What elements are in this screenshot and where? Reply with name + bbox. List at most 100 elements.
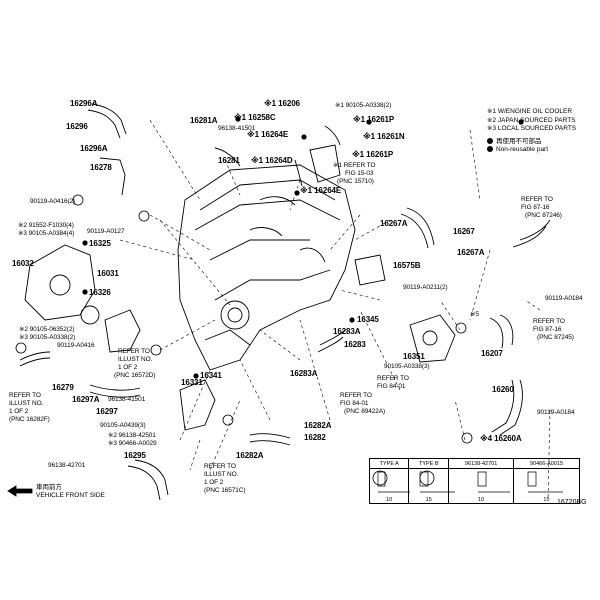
- part-label-ref-fig87a-3: (PNC 87246): [525, 212, 562, 219]
- part-label-ref-fig87a-1: REFER TO: [521, 196, 553, 203]
- non-reusable-dot-icon: [487, 137, 493, 144]
- part-label-90466a0029: ※3 90466-A0029: [108, 440, 157, 447]
- part-label-ref-illust-bot1: REFER TO: [204, 463, 236, 470]
- note-1: ※1 W/ENGINE OIL COOLER: [487, 108, 573, 115]
- part-label-16296a-mid: 16296A: [80, 144, 108, 153]
- part-label-16297: 16297: [96, 407, 118, 416]
- part-label-16281: 16281: [218, 156, 240, 165]
- part-label-90119a0127: 90119-A0127: [87, 228, 125, 235]
- part-label-16206: ※1 16206: [264, 99, 300, 108]
- part-label-ref-fig84a-1: REFER TO: [377, 375, 409, 382]
- part-label-16283: 16283: [344, 340, 366, 349]
- note-non-reusable-jp: 再使用不可部品: [487, 138, 576, 147]
- part1-header: 96138-42701: [448, 458, 514, 469]
- part-label-16260a: ※4 16260A: [480, 434, 522, 443]
- part-label-ref-illust-mid2: ILLUST NO.: [118, 356, 153, 363]
- non-reusable-dot-icon: [487, 146, 493, 153]
- part-label-16283a-top: 16283A: [333, 327, 361, 336]
- part-label-ref-fig84b-2: FIG 84-01: [340, 400, 369, 407]
- part-label-ref-illust-bot3: 1 OF 2: [204, 479, 224, 486]
- part-label-16031: 16031: [97, 269, 119, 278]
- type-b-header: TYPE B: [408, 458, 450, 469]
- part-label-91552f1030: ※2 91552-F1030(4): [18, 222, 74, 229]
- part-label-90105a0384: ※3 90105-A0384(4): [18, 230, 75, 237]
- part-label-ref-illust-left3: 1 OF 2: [9, 408, 29, 415]
- note-3: ※3 LOCAL SOURCED PARTS: [487, 125, 577, 132]
- part-label-16279: 16279: [52, 383, 74, 392]
- part-label-16282a-top: 16282A: [304, 421, 332, 430]
- part-label-16258c: ※1 16258C: [234, 113, 276, 122]
- part-label-90105a0338-2: ※3 90105-A0338(2): [19, 334, 76, 341]
- part-label-96138-42501: ※2 96138-42501: [108, 432, 156, 439]
- part-label-ref-illust-left4: (PNC 16282F): [9, 416, 50, 423]
- part-label-16351: 16351: [403, 352, 425, 361]
- part-label-90119a0184-bot: 90119-A0184: [537, 409, 575, 416]
- part-label-star5: ※5: [470, 311, 479, 318]
- vehicle-front-note: 車両前方 VEHICLE FRONT SIDE: [8, 484, 105, 500]
- part-label-16264e-top: ※1 16264E: [247, 130, 289, 139]
- clamp-type-table: TYPE A TYPE B 96138-42701 90466-A0015 10…: [368, 458, 581, 504]
- non-reusable-dots: [82, 116, 524, 379]
- part-label-16296a-top: 16296A: [70, 99, 98, 108]
- part-label-96138-41501-a: 96138-41501: [108, 396, 146, 403]
- dim-b: 15: [408, 468, 450, 504]
- part-label-ref-fig15-1: ※1 REFER TO: [333, 162, 376, 169]
- part-label-16261n: ※1 16261N: [363, 132, 405, 141]
- engine-block: [177, 164, 356, 371]
- note-non-reusable-en: Non-reusable part: [487, 146, 576, 155]
- part-label-96138-42701: 96138-42701: [48, 462, 86, 469]
- housings: [24, 144, 456, 431]
- part-label-ref-fig15-2: FIG 15-03: [345, 170, 374, 177]
- part-label-16331: 16331: [181, 378, 203, 387]
- part-label-16295: 16295: [124, 451, 146, 460]
- part-label-16283a-bot: 16283A: [290, 369, 318, 378]
- part-label-16281a: 16281A: [190, 116, 218, 125]
- leader-lines: [119, 119, 551, 501]
- part-label-16267a-top: 16267A: [380, 219, 408, 228]
- front-arrow-icon: [7, 485, 33, 497]
- part-label-ref-illust-bot4: (PNC 16571C): [204, 487, 246, 494]
- part-label-ref-illust-mid3: 1 OF 2: [118, 364, 138, 371]
- part-label-16282a-bot: 16282A: [236, 451, 264, 460]
- part-label-ref-illust-left2: ILLUST NO.: [9, 400, 44, 407]
- part-label-ref-fig87b-3: (PNC 87245): [537, 334, 574, 341]
- part-label-ref-fig87b-1: REFER TO: [533, 318, 565, 325]
- part-label-16575b: 16575B: [393, 261, 421, 270]
- part-label-ref-illust-mid4: (PNC 16572D): [114, 372, 156, 379]
- part-label-16282: 16282: [304, 433, 326, 442]
- front-jp: 車両前方: [36, 484, 62, 491]
- part-label-90119a0416: 90119-A0416: [57, 342, 95, 349]
- part-label-16296: 16296: [66, 122, 88, 131]
- part-label-ref-fig84b-1: REFER TO: [340, 392, 372, 399]
- part-label-16345: 16345: [357, 315, 379, 324]
- part-label-16278: 16278: [90, 163, 112, 172]
- part-label-16341: 16341: [200, 371, 222, 380]
- part-label-ref-fig84a-2: FIG 84-01: [377, 383, 406, 390]
- front-en: VEHICLE FRONT SIDE: [36, 492, 105, 499]
- part-label-90105-06352: ※2 90105-06352(2): [19, 326, 75, 333]
- part-label-16264d: ※1 16264D: [251, 156, 293, 165]
- part-label-16267: 16267: [453, 227, 475, 236]
- note-2: ※2 JAPAN SOURCED PARTS: [487, 116, 576, 124]
- part-label-ref-fig15-3: (PNC 15710): [337, 178, 374, 185]
- part-label-90119a0416-2: 90119-A0416(2): [30, 198, 76, 205]
- dim-c: 10: [448, 468, 514, 504]
- part-label-16261p-top: ※1 16261P: [353, 115, 395, 124]
- part-label-16325: 16325: [89, 239, 111, 248]
- part-label-16297a: 16297A: [72, 395, 100, 404]
- part-label-16264e-bot: ※1 16264E: [300, 186, 342, 195]
- part-label-16207: 16207: [481, 349, 503, 358]
- part-label-16326: 16326: [89, 288, 111, 297]
- part2-header: 90466-A0015: [512, 458, 581, 469]
- part-label-96138-41501-b: 96138-41501: [218, 125, 256, 132]
- part-label-ref-fig87a-2: FIG 87-16: [521, 204, 550, 211]
- legend-notes: ※1 W/ENGINE OIL COOLER ※2 JAPAN SOURCED …: [487, 108, 576, 155]
- part-label-ref-illust-mid1: REFER TO: [118, 348, 150, 355]
- part-label-ref-fig87b-2: FIG 87-16: [533, 326, 562, 333]
- hoses: [19, 103, 551, 501]
- part-label-90105a0439: 90105-A0439(3): [100, 422, 146, 429]
- part-label-ref-illust-left1: REFER TO: [9, 392, 41, 399]
- part-label-16260: 16260: [492, 385, 514, 394]
